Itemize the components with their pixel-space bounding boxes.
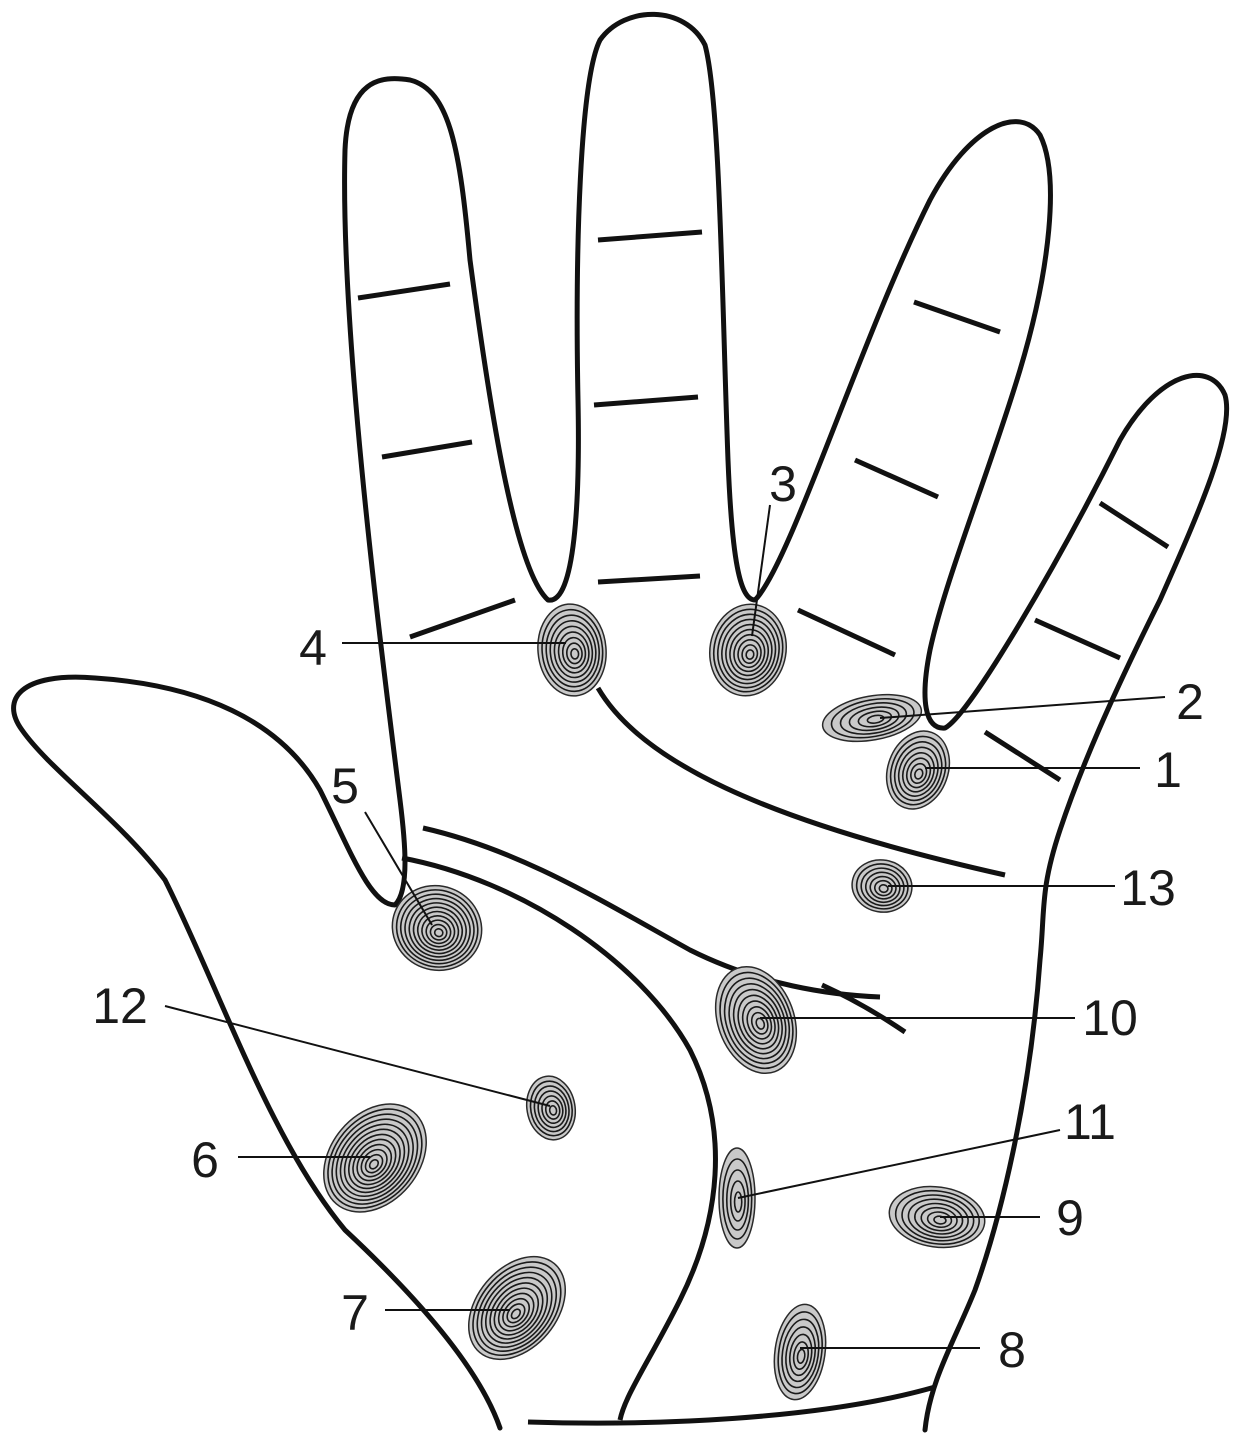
- number-label-3: 3: [769, 456, 797, 512]
- crease-middle-base: [598, 576, 700, 582]
- crease-ring-base: [798, 610, 895, 655]
- number-label-1: 1: [1154, 742, 1182, 798]
- number-label-5: 5: [331, 758, 359, 814]
- crease-index-mid: [382, 442, 472, 457]
- number-label-12: 12: [92, 978, 148, 1034]
- fingerprint-mark-4: [534, 601, 610, 699]
- hand-outline: [14, 14, 1227, 1430]
- fingerprint-shape-7: [449, 1238, 585, 1378]
- fingerprint-mark-12: [522, 1072, 580, 1143]
- number-label-10: 10: [1082, 990, 1138, 1046]
- number-label-9: 9: [1056, 1190, 1084, 1246]
- crease-little-mid: [1035, 620, 1120, 658]
- fingerprint-mark-11: [719, 1148, 755, 1248]
- fingerprint-mark-5: [380, 873, 493, 983]
- number-label-4: 4: [299, 620, 327, 676]
- crease-ring-mid: [855, 460, 938, 497]
- crease-middle-mid: [594, 397, 698, 405]
- fingerprint-mark-3: [703, 598, 794, 702]
- fingerprint-mark-10: [701, 955, 810, 1084]
- fingerprint-mark-8: [769, 1301, 832, 1403]
- wrist-line: [528, 1387, 935, 1423]
- fingerprint-marks: [303, 598, 989, 1403]
- crease-index-top: [358, 284, 450, 298]
- number-label-8: 8: [998, 1322, 1026, 1378]
- crease-middle-top: [598, 232, 702, 240]
- crease-little-base: [985, 732, 1060, 780]
- fingerprint-shape-11: [719, 1148, 755, 1248]
- crease-ring-top: [914, 302, 1000, 332]
- number-label-6: 6: [191, 1132, 219, 1188]
- crease-index-base: [410, 600, 515, 637]
- number-label-7: 7: [341, 1285, 369, 1341]
- head-line: [423, 828, 880, 997]
- head-line-fork: [822, 985, 905, 1032]
- leader-line-12: [165, 1006, 550, 1106]
- number-label-2: 2: [1176, 674, 1204, 730]
- fingerprint-mark-7: [449, 1238, 585, 1378]
- number-label-11: 11: [1064, 1094, 1116, 1150]
- crease-little-top: [1100, 503, 1168, 547]
- number-label-13: 13: [1120, 860, 1176, 916]
